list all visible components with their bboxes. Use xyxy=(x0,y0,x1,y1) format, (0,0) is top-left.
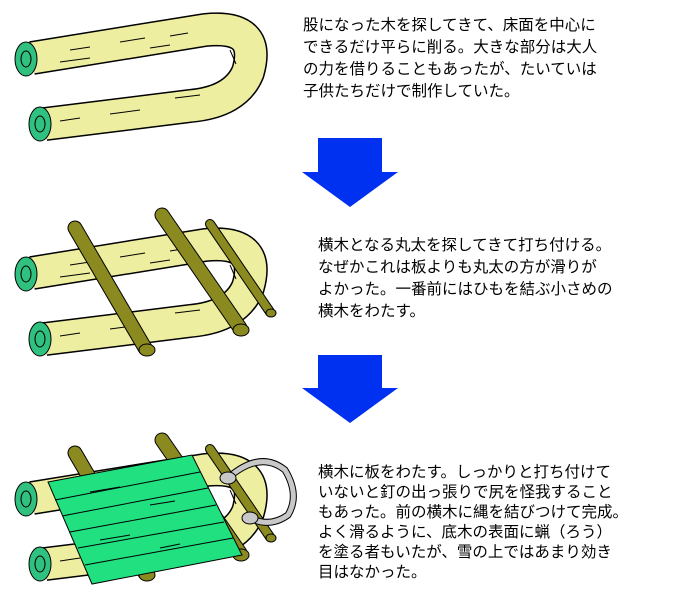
step2-crossbars xyxy=(15,215,276,356)
text-line: もあった。前の横木に縄を結びつけて完成。 xyxy=(318,503,629,521)
step3-description: 横木に板をわたす。しっかりと打ち付けて いないと釘の出っ張りで尻を怪我すること … xyxy=(318,462,628,582)
step3-finished-sled xyxy=(15,440,297,584)
text-line: 横木をわたす。 xyxy=(318,302,425,320)
text-line: 横木となる丸太を探してきて打ち付ける。 xyxy=(318,236,612,254)
text-line: 目はなかった。 xyxy=(318,563,427,581)
text-line: 子供たちだけで制作していた。 xyxy=(303,82,520,100)
arrow-down-icon xyxy=(302,355,398,423)
arrow-down-icon xyxy=(302,138,398,207)
text-line: なぜかこれは板よりも丸太の方が滑りが xyxy=(318,258,597,276)
text-line: よかった。一番前にはひもを結ぶ小さめの xyxy=(318,280,613,298)
text-line: を塗る者もいたが、雪の上ではあまり効き xyxy=(318,543,612,561)
step1-description: 股になった木を探してきて、床面を中心に できるだけ平らに削る。大きな部分は大人 … xyxy=(303,14,597,102)
text-line: 股になった木を探してきて、床面を中心に xyxy=(303,16,596,34)
text-line: の力を借りることもあったが、たいていは xyxy=(303,60,597,78)
text-line: よく滑るように、底木の表面に蝋（ろう） xyxy=(318,523,613,541)
step2-description: 横木となる丸太を探してきて打ち付ける。 なぜかこれは板よりも丸太の方が滑りが よ… xyxy=(318,234,613,322)
text-line: 横木に板をわたす。しっかりと打ち付けて xyxy=(318,463,611,481)
text-line: できるだけ平らに削る。大きな部分は大人 xyxy=(303,38,598,56)
step1-forked-wood xyxy=(15,29,251,141)
text-line: いないと釘の出っ張りで尻を怪我すること xyxy=(318,483,613,501)
